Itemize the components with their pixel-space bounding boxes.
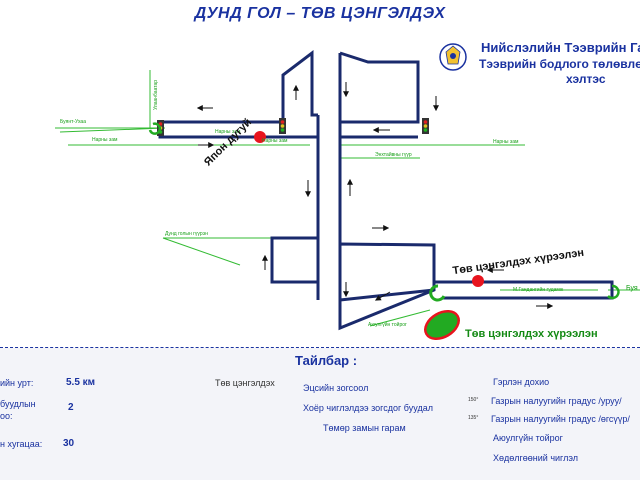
org-name-line2: Тээврийн бодлого төлөвлөл: [479, 57, 640, 71]
interval-value: 30: [63, 438, 75, 449]
route-length-value: 5.5 км: [66, 377, 96, 388]
stadium-icon: [424, 310, 460, 340]
stops-label-2: оо:: [0, 411, 13, 421]
route-length-label: ийн урт:: [0, 378, 34, 388]
direction-arrows: [196, 82, 554, 309]
street-label-vertical: Улаанбаатар: [153, 79, 160, 111]
emblem-icon: [439, 43, 467, 71]
legend-direction: Хөдөлгөөний чиглэл: [493, 453, 579, 463]
bus-route: [158, 49, 614, 331]
stops-value: 2: [68, 402, 74, 413]
org-name-line3: хэлтэс: [566, 72, 606, 86]
direction-arrow-icon: [374, 291, 391, 301]
traffic-light-icon: [279, 118, 286, 134]
roundabout-icon: [607, 284, 620, 300]
legend-grade-up: Газрын налуугийн градус /уруу/: [491, 396, 622, 406]
legend-panel: [0, 348, 640, 480]
legend-stadium: Төв цэнгэлдэх: [215, 378, 275, 388]
legend-grade-up-prefix: 150°: [468, 397, 479, 403]
street-label-narnii-zam: Нарны зам: [493, 139, 519, 145]
legend-terminal: Эцсийн зогсоол: [303, 383, 369, 393]
street-label-gandan: М.Гандангийн гудамж: [513, 287, 564, 293]
roundabout-icon: [429, 284, 446, 302]
traffic-light-icon: [422, 118, 429, 134]
legend-traffic-light: Гэрлэн дохио: [493, 377, 550, 387]
roundabout-icon: [148, 122, 162, 135]
street-label-narnii-zam: Нарны зам: [92, 137, 118, 143]
legend-two-way-stop: Хоёр чиглэлдээ зогсдог буудал: [303, 403, 433, 413]
street-label-buyant-ukhaa: Буянт-Ухаа: [60, 119, 86, 125]
legend-grade-down: Газрын налуугийн градус /өгсүүр/: [491, 414, 630, 424]
street-label-right-edge: Буя: [626, 285, 638, 292]
stop-marker-icon: [472, 275, 484, 287]
street-label-dund-gol: Дунд голын гүүрэн: [165, 231, 209, 237]
org-name-line1: Нийслэлийн Тээврийн Га: [481, 40, 640, 55]
street-label-enkh-taivan: Энхтайвны гүүр: [375, 152, 412, 158]
legend-railway: Төмөр замын гарам: [323, 423, 406, 433]
map-title: ДУНД ГОЛ – ТӨВ ЦЭНГЭЛДЭХ: [194, 5, 446, 22]
stadium-label-bottom: Төв цэнгэлдэх хүрээлэн: [465, 328, 598, 340]
stop-marker-icon: [254, 131, 266, 143]
legend-grade-down-prefix: 135°: [468, 415, 479, 421]
interval-label: н хугацаа:: [0, 439, 43, 449]
stops-label-1: буудлын: [0, 399, 36, 409]
legend-safety-ring: Аюулгүйн тойрог: [493, 433, 563, 443]
legend-title: Тайлбар :: [295, 353, 358, 368]
legend-divider: [0, 347, 640, 348]
street-label-narnii-zam: Нарны зам: [215, 129, 241, 135]
street-label-narnii-zam: Нарны зам: [262, 138, 288, 144]
street-label-aiuulgui: Аюулгүйн тойрог: [368, 322, 407, 328]
